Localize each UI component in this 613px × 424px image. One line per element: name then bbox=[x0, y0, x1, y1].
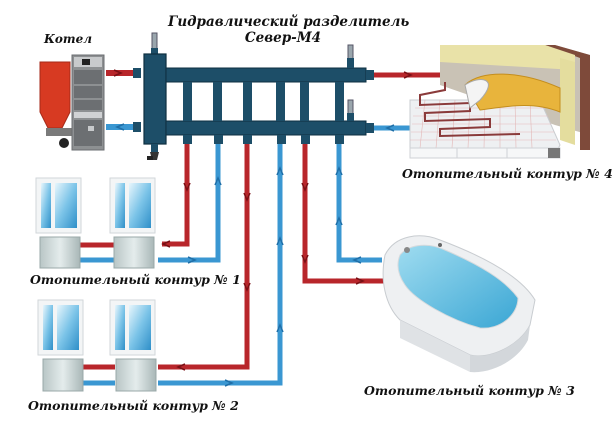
air-vent-icon bbox=[347, 99, 354, 115]
drain-valve-icon bbox=[151, 144, 158, 152]
circuit-3-label: Отопительный контур № 3 bbox=[364, 383, 575, 398]
separator-title: Гидравлический разделитель Север-М4 bbox=[168, 14, 410, 46]
heating-coil bbox=[419, 82, 521, 138]
bathtub-illustration bbox=[382, 235, 536, 373]
supply-collector bbox=[165, 67, 367, 83]
heating-scheme-diagram bbox=[35, 32, 590, 392]
boiler-pipes bbox=[106, 68, 141, 132]
separator-title-line2: Север-М4 bbox=[244, 30, 322, 46]
underfloor-heating-illustration bbox=[409, 45, 590, 159]
window-icon bbox=[35, 177, 82, 234]
boiler bbox=[39, 54, 105, 151]
radiator-icon bbox=[42, 358, 84, 392]
circuit-4-label: Отопительный контур № 4 bbox=[402, 166, 613, 181]
radiator-icon bbox=[39, 236, 81, 269]
separator-body bbox=[143, 53, 167, 145]
circuit-1-pipes bbox=[80, 144, 222, 264]
window-icon bbox=[109, 177, 156, 234]
hopper-feeder bbox=[46, 128, 76, 136]
hydraulic-separator bbox=[143, 32, 374, 160]
circuit-3-pipes bbox=[301, 144, 384, 285]
circuit-4-pipes bbox=[374, 71, 440, 132]
return-collector bbox=[165, 120, 367, 136]
boiler-label: Котел bbox=[44, 32, 93, 46]
circuit-2-label: Отопительный контур № 2 bbox=[28, 398, 239, 413]
feeder-fan bbox=[59, 138, 69, 148]
circuit-1-windows bbox=[35, 177, 156, 269]
window-icon bbox=[37, 299, 84, 356]
circuit-1-label: Отопительный контур № 1 bbox=[30, 272, 241, 287]
window-icon bbox=[109, 299, 156, 356]
radiator-icon bbox=[115, 358, 157, 392]
radiator-icon bbox=[113, 236, 155, 269]
pellet-hopper bbox=[39, 61, 71, 129]
air-vent-icon bbox=[347, 44, 354, 60]
separator-title-line1: Гидравлический разделитель bbox=[168, 14, 410, 30]
air-vent-icon bbox=[151, 32, 158, 50]
circuit-2-windows bbox=[37, 299, 157, 392]
circuit-2-pipes bbox=[80, 144, 284, 387]
